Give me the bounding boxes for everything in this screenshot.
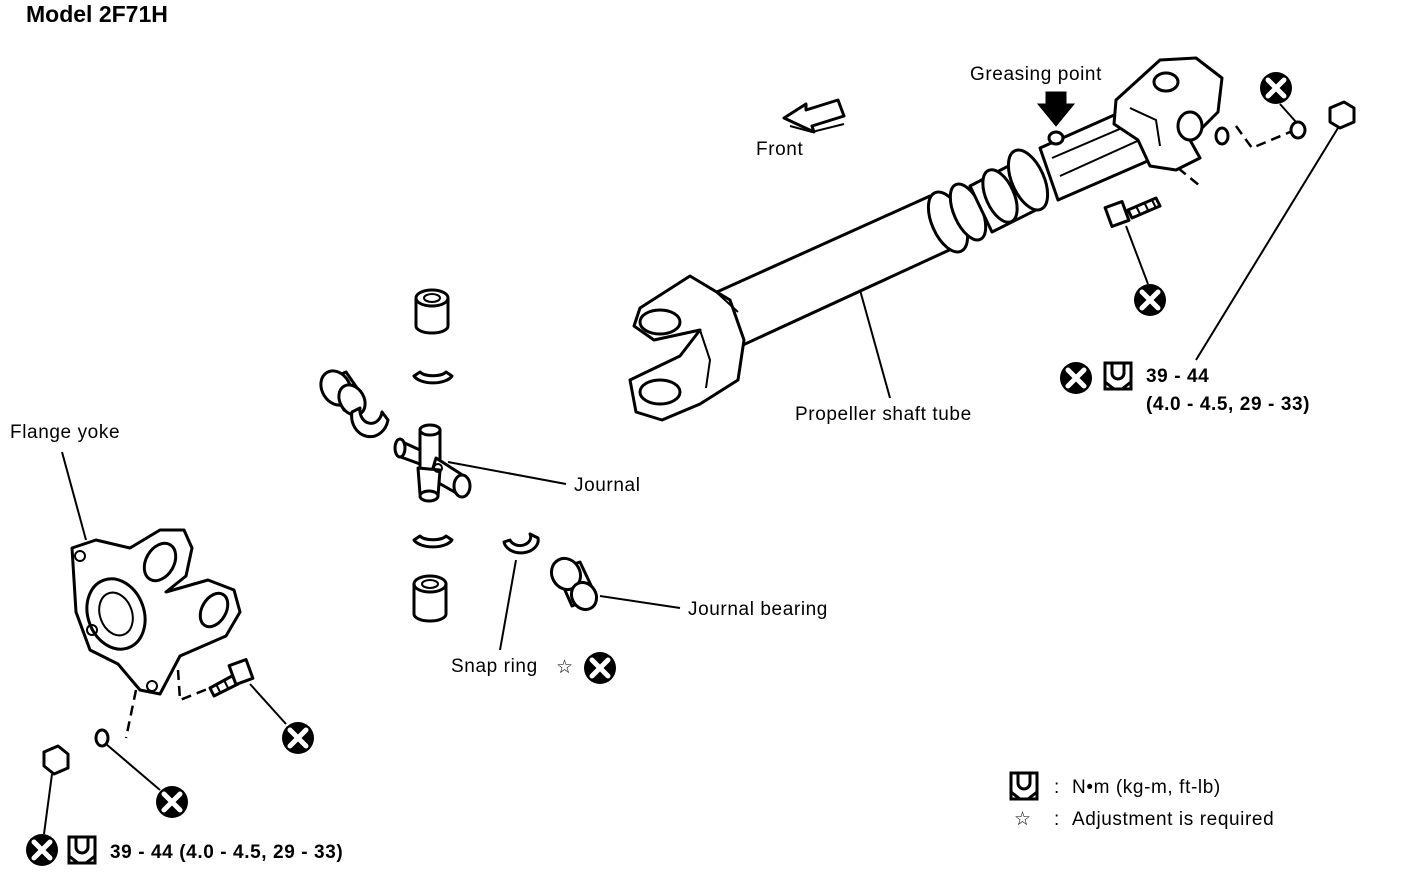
legend-adjustment: Adjustment is required (1072, 809, 1274, 830)
page-title: Model 2F71H (26, 1, 168, 27)
replace-front-bolt-icon (282, 722, 314, 754)
replace-nut-icon (1060, 362, 1092, 394)
snap-ring-bottom (412, 534, 454, 549)
legend-colon-1: : (1054, 777, 1060, 798)
adjustment-star-icon: ☆ (556, 657, 574, 678)
replace-bolt-icon (1134, 284, 1166, 316)
torque-spec-bottom: 39 - 44 (4.0 - 4.5, 29 - 33) (110, 842, 343, 863)
journal-bearing-left (319, 369, 367, 417)
snap-ring-left (350, 406, 390, 439)
propeller-shaft-leader (859, 289, 891, 399)
flange-yoke-label: Flange yoke (10, 422, 120, 443)
legend-star-icon: ☆ (1014, 809, 1032, 830)
replace-washer-icon (1260, 72, 1292, 104)
rear-bolt (1103, 196, 1162, 228)
rear-yoke-flange (1112, 56, 1230, 172)
greasing-point-label: Greasing point (970, 64, 1102, 85)
greasing-arrow-icon (1036, 91, 1076, 127)
snap-ring-top (412, 370, 454, 385)
snap-ring-label: Snap ring (451, 656, 538, 677)
torque-spec-top-line1: 39 - 44 (1146, 366, 1209, 387)
journal-cross (393, 423, 472, 503)
journal-bearing-label: Journal bearing (688, 599, 828, 620)
snap-ring-right (502, 532, 540, 555)
journal-bearing-right (549, 556, 599, 612)
journal-label: Journal (574, 475, 641, 496)
front-nut (42, 744, 70, 776)
front-label: Front (756, 139, 803, 160)
propeller-shaft-tube-label: Propeller shaft tube (795, 404, 972, 425)
replace-snap-ring-icon (584, 652, 616, 684)
torque-wrench-icon (1103, 361, 1133, 391)
torque-wrench-icon-bottom (67, 835, 97, 865)
front-washer (94, 728, 110, 748)
legend-colon-2: : (1054, 809, 1060, 830)
journal-bearing-top (414, 288, 450, 335)
rear-washer (1289, 120, 1307, 140)
torque-spec-top-line2: (4.0 - 4.5, 29 - 33) (1146, 394, 1310, 415)
legend-torque-units: N•m (kg-m, ft-lb) (1072, 777, 1221, 798)
front-arrow-icon (782, 98, 846, 134)
front-bolt (208, 658, 255, 698)
rear-nut (1328, 100, 1356, 130)
legend-torque-wrench-icon (1009, 771, 1039, 801)
journal-bearing-bottom (412, 574, 448, 623)
flange-yoke (70, 528, 242, 696)
replace-front-nut-icon (26, 834, 58, 866)
replace-front-washer-icon (156, 786, 188, 818)
